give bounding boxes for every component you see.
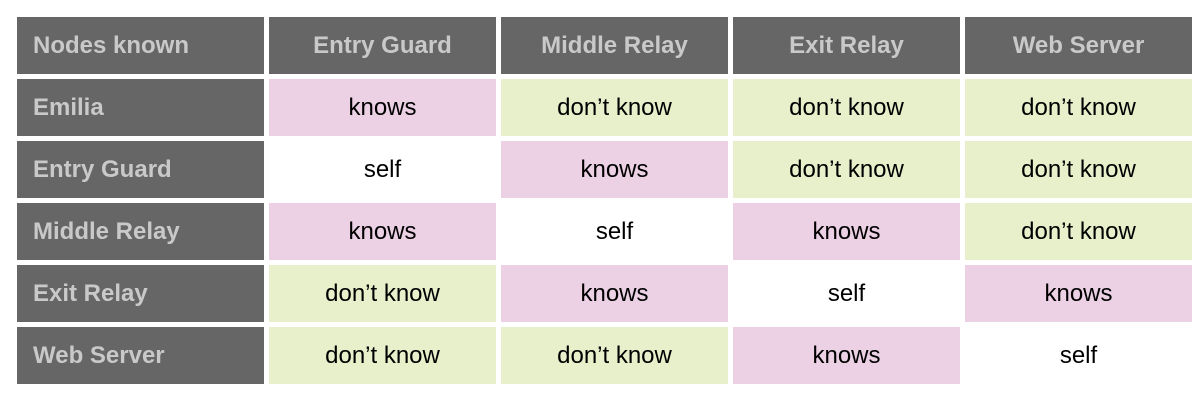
table-cell: don’t know <box>501 79 728 136</box>
table-cell: don’t know <box>501 327 728 384</box>
table-cell: self <box>501 203 728 260</box>
column-header-web-server: Web Server <box>965 17 1192 74</box>
row-header-exit-relay: Exit Relay <box>17 265 264 322</box>
corner-header-nodes-known: Nodes known <box>17 17 264 74</box>
table-cell: self <box>733 265 960 322</box>
row-header-entry-guard: Entry Guard <box>17 141 264 198</box>
row-header-web-server: Web Server <box>17 327 264 384</box>
table-cell: don’t know <box>733 79 960 136</box>
table-cell: don’t know <box>965 79 1192 136</box>
table-row-web-server: Web Server don’t know don’t know knows s… <box>17 327 1192 384</box>
table-cell: don’t know <box>269 265 496 322</box>
column-header-entry-guard: Entry Guard <box>269 17 496 74</box>
table-row-emilia: Emilia knows don’t know don’t know don’t… <box>17 79 1192 136</box>
table-cell: don’t know <box>733 141 960 198</box>
table-cell: knows <box>501 141 728 198</box>
row-header-emilia: Emilia <box>17 79 264 136</box>
table-row-exit-relay: Exit Relay don’t know knows self knows <box>17 265 1192 322</box>
table-cell: don’t know <box>269 327 496 384</box>
header-row: Nodes known Entry Guard Middle Relay Exi… <box>17 17 1192 74</box>
table-cell: knows <box>733 203 960 260</box>
column-header-exit-relay: Exit Relay <box>733 17 960 74</box>
table-cell: don’t know <box>965 141 1192 198</box>
table-cell: don’t know <box>965 203 1192 260</box>
table-cell: knows <box>269 79 496 136</box>
table-row-entry-guard: Entry Guard self knows don’t know don’t … <box>17 141 1192 198</box>
table-cell: knows <box>965 265 1192 322</box>
column-header-middle-relay: Middle Relay <box>501 17 728 74</box>
table-cell: self <box>269 141 496 198</box>
table-cell: knows <box>501 265 728 322</box>
table-cell: knows <box>269 203 496 260</box>
table-row-middle-relay: Middle Relay knows self knows don’t know <box>17 203 1192 260</box>
nodes-known-table: Nodes known Entry Guard Middle Relay Exi… <box>12 12 1197 389</box>
table-cell: knows <box>733 327 960 384</box>
table-cell: self <box>965 327 1192 384</box>
row-header-middle-relay: Middle Relay <box>17 203 264 260</box>
